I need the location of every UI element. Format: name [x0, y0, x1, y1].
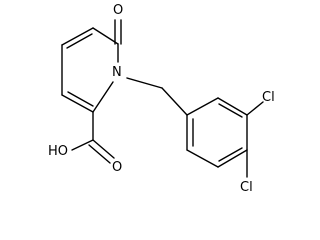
- bond-c3-c2: [61, 94, 94, 113]
- carboxylic-acid-group: [71, 111, 115, 164]
- bond-c5-c4: [61, 27, 94, 46]
- pyridone-ring: [61, 19, 122, 113]
- bond-c-o-double-a: [92, 139, 115, 159]
- dichlorophenyl-ring: [186, 97, 264, 178]
- bond-ar3-cl: [246, 101, 264, 116]
- atom-ring-nitrogen: N: [112, 65, 122, 80]
- bond-c2-n1: [92, 81, 114, 113]
- atom-chlorine-3: Cl: [262, 90, 275, 105]
- bond-n-ch2: [126, 77, 163, 89]
- atom-chlorine-4: Cl: [240, 180, 253, 195]
- bond-c3-c2-double: [67, 91, 94, 107]
- atom-oxo-oxygen: O: [113, 3, 123, 18]
- bond-ar4-ar5: [217, 149, 248, 168]
- bond-c-o-double-b: [88, 144, 111, 164]
- structure-canvas: O N HO O Cl Cl: [48, 3, 275, 195]
- bond-ch2-aryl: [161, 87, 188, 116]
- bond-c5-c4-double: [66, 33, 93, 49]
- bond-ar2-ar3-double: [218, 103, 243, 118]
- chemical-structure: O N HO O Cl Cl: [48, 3, 275, 195]
- bond-ar5-ar6: [186, 149, 219, 168]
- bond-c-oh: [71, 139, 94, 151]
- atom-hydroxyl: HO: [48, 144, 68, 159]
- bond-c6-c5: [92, 27, 119, 45]
- bond-ar4-ar5-double: [218, 147, 243, 162]
- bond-ar2-ar3: [217, 97, 248, 116]
- atom-carbonyl-oxygen: O: [112, 160, 122, 175]
- bond-ar1-ar2: [186, 97, 219, 116]
